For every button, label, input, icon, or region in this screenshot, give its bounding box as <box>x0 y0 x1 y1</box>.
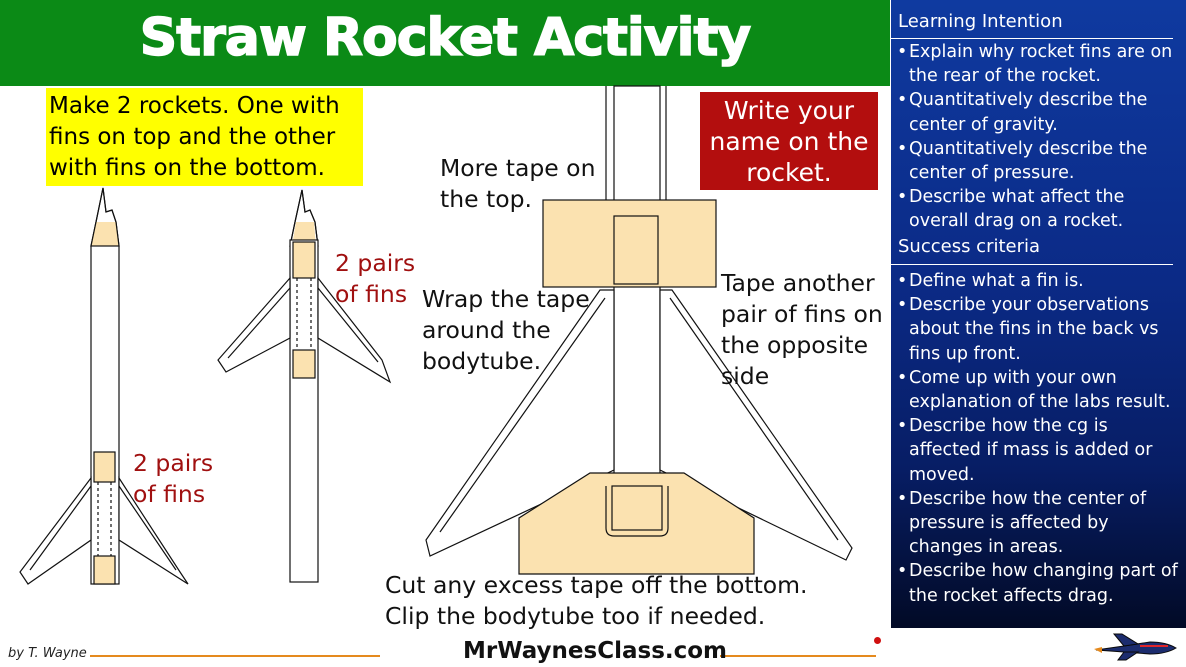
title-bar <box>0 0 890 86</box>
site-link[interactable]: MrWaynesClass.com <box>462 638 728 664</box>
list-item: Explain why rocket fins are on the rear … <box>897 40 1179 88</box>
instruction-box <box>46 88 363 186</box>
footer-line-left <box>90 655 380 657</box>
list-item: Describe how the center of pressure is a… <box>897 487 1179 560</box>
objectives-panel: Learning Intention Explain why rocket fi… <box>891 0 1186 628</box>
list-item: Come up with your own explanation of the… <box>897 366 1179 414</box>
learning-intention-heading: Learning Intention <box>898 11 1063 32</box>
success-criteria-list: Define what a fin is. Describe your obse… <box>897 269 1179 608</box>
pairs-of-fins-label-middle: 2 pairs of fins <box>335 249 416 308</box>
tape-another-label: Tape another pair of fins on the opposit… <box>721 269 883 390</box>
list-item: Describe what affect the overall drag on… <box>897 185 1179 233</box>
learning-intention-list: Explain why rocket fins are on the rear … <box>897 40 1179 234</box>
name-reminder-text: Write your name on the rocket. <box>709 96 869 187</box>
list-item: Quantitatively describe the center of gr… <box>897 88 1179 136</box>
divider <box>891 264 1173 265</box>
list-item: Define what a fin is. <box>897 269 1179 293</box>
list-item: Describe your observations about the fin… <box>897 293 1179 366</box>
divider <box>891 38 1173 39</box>
name-reminder-box <box>700 92 878 190</box>
success-criteria-heading: Success criteria <box>898 236 1041 257</box>
pairs-of-fins-label-left: 2 pairs of fins <box>133 449 214 508</box>
rocket-fins-top <box>217 189 392 583</box>
instruction-text: Make 2 rockets. One with fins on top and… <box>49 93 340 181</box>
rocket-logo-icon <box>1094 633 1177 661</box>
wrap-tape-label: Wrap the tape around the bodytube. <box>422 285 590 375</box>
list-item: Describe how the cg is affected if mass … <box>897 414 1179 487</box>
list-item: Quantitatively describe the center of pr… <box>897 137 1179 185</box>
rocket-fins-bottom <box>19 187 189 585</box>
footer-line-right <box>720 655 876 657</box>
list-item: Describe how changing part of the rocket… <box>897 559 1179 607</box>
more-tape-label: More tape on the top. <box>440 154 596 213</box>
cut-excess-label: Cut any excess tape off the bottom. Clip… <box>385 571 808 630</box>
rocket-detail <box>425 85 853 575</box>
rocket-diagrams <box>19 85 853 585</box>
author-credit: by T. Wayne <box>8 646 87 661</box>
footer-dot <box>874 637 881 644</box>
page-title: Straw Rocket Activity <box>139 7 752 69</box>
